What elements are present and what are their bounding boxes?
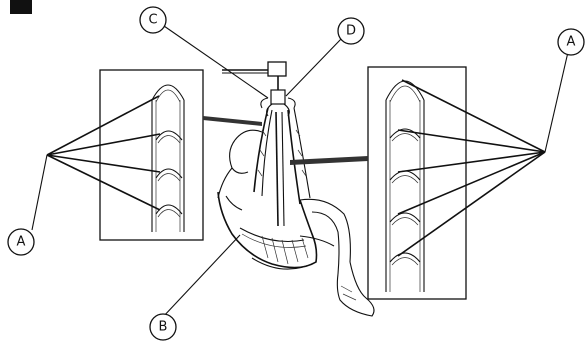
callout-d-label: D: [346, 24, 356, 39]
lift-spreader-bar: [222, 62, 295, 116]
sling-straps: [254, 108, 310, 226]
callout-c-label: C: [148, 13, 157, 28]
callout-a-right: A: [558, 29, 584, 55]
right-detail-panel: [368, 67, 466, 299]
sling: [218, 192, 317, 269]
callout-c: C: [140, 7, 166, 33]
connector-bands: [203, 116, 368, 165]
callout-a-left: A: [8, 229, 34, 255]
callout-a-right-label: A: [567, 35, 576, 50]
callout-b: B: [150, 314, 176, 340]
left-detail-panel: [100, 70, 203, 240]
callout-a-left-label: A: [17, 235, 26, 250]
callout-b-label: B: [159, 320, 168, 335]
callout-d: D: [338, 18, 364, 44]
corner-marker: [10, 0, 32, 14]
